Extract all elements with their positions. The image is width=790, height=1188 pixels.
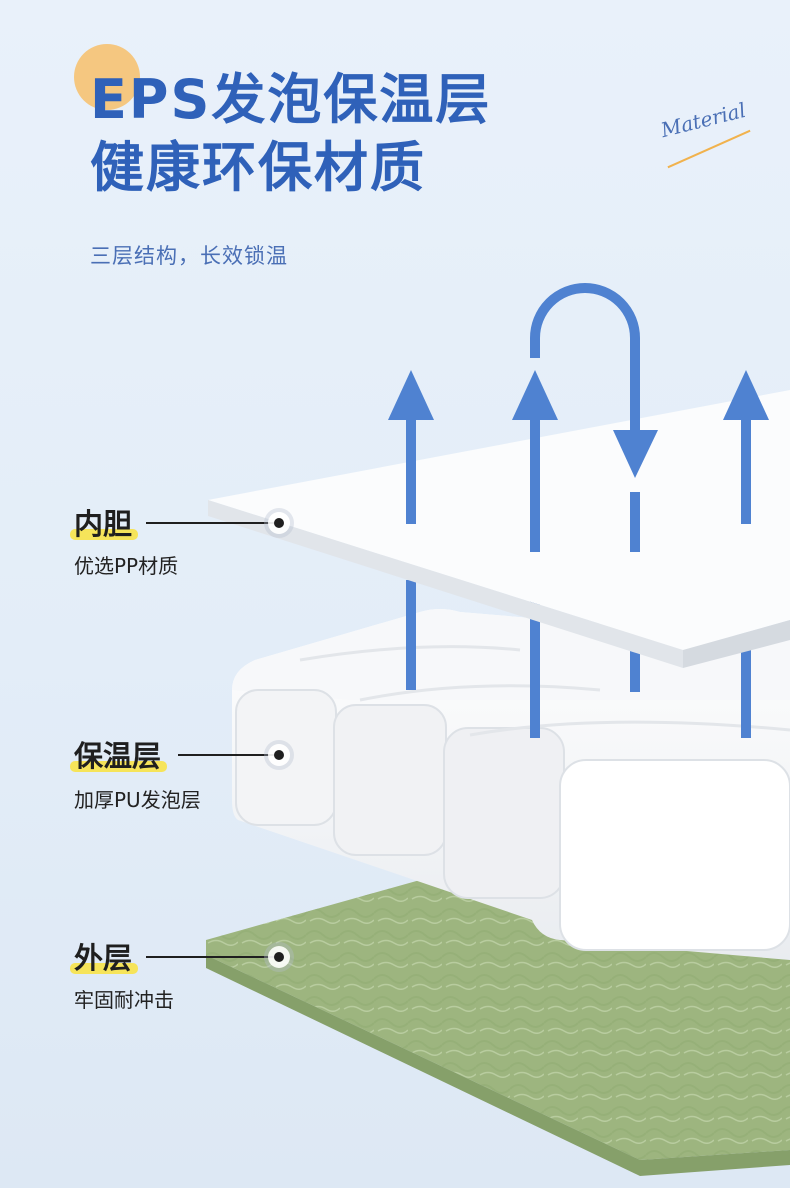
page-subtitle: 三层结构，长效锁温 [90,244,288,268]
leader-line-insulation [178,754,276,756]
label-highlight [70,761,168,772]
page-title-line-2: 健康环保材质 [90,136,426,199]
label-inner-liner-title: 内胆 [70,506,139,542]
title-accent-circle [74,44,140,110]
marker-dot-insulation [268,744,290,766]
marker-dot-outer [268,946,290,968]
label-highlight [70,963,139,974]
label-highlight [70,529,139,540]
label-insulation-desc: 加厚PU发泡层 [74,788,201,812]
label-outer-desc: 牢固耐冲击 [74,988,174,1012]
label-insulation-title: 保温层 [70,738,168,774]
heat-arrows-upper [388,283,769,552]
label-outer-title: 外层 [70,940,139,976]
label-outer-text: 外层 [74,941,133,975]
label-inner-liner-text: 内胆 [74,507,133,541]
label-inner-liner-desc: 优选PP材质 [74,554,179,578]
leader-line-inner [146,522,276,524]
page-title-line-1: EPS发泡保温层 [90,68,492,131]
label-insulation-text: 保温层 [74,739,162,773]
leader-line-outer [146,956,276,958]
marker-dot-inner [268,512,290,534]
